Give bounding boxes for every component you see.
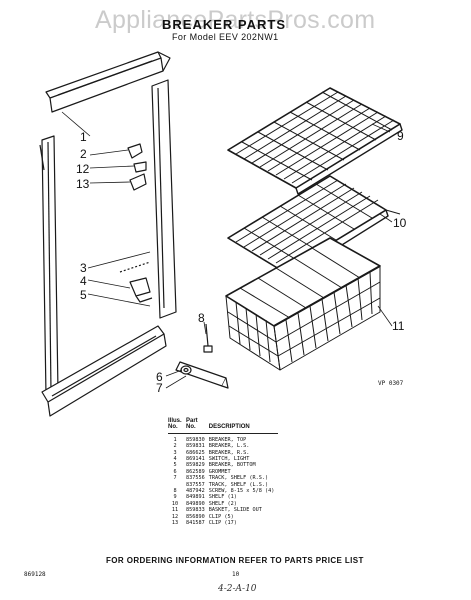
- callout-4: 4: [80, 274, 87, 288]
- page-number: 10: [232, 571, 240, 578]
- callout-7: 7: [156, 381, 163, 395]
- bottom-breaker-drawing: [41, 325, 167, 417]
- header-description: DESCRIPTION: [208, 424, 279, 434]
- lower-shelf-drawing: [227, 175, 401, 281]
- leader-lines: [61, 111, 393, 389]
- upper-shelf-drawing: [227, 87, 403, 195]
- document-code: 869128: [24, 571, 46, 578]
- handwritten-note: 4-2-A-10: [218, 584, 257, 594]
- header-illus: Illus.: [168, 418, 182, 424]
- header-no: No.: [168, 424, 186, 434]
- callout-3: 3: [80, 261, 87, 275]
- callout-10: 10: [393, 216, 407, 230]
- callout-2: 2: [80, 147, 87, 161]
- header-part: Part: [186, 418, 198, 424]
- callout-1: 1: [80, 130, 87, 144]
- watermark: AppliancePartsPros.com: [95, 6, 376, 34]
- page-title: BREAKER PARTS: [162, 17, 286, 32]
- light-switch-drawing: [119, 261, 153, 303]
- callout-11: 11: [392, 319, 405, 333]
- right-side-breaker-drawing: [151, 79, 177, 319]
- slide-out-basket-drawing: [225, 237, 381, 371]
- grommet-drawing: [180, 365, 192, 375]
- clips-drawing: [127, 143, 147, 191]
- header-part-no: No.: [186, 424, 209, 434]
- callout-13: 13: [76, 177, 90, 191]
- figure-reference: VP 0307: [378, 380, 404, 387]
- callout-8: 8: [198, 311, 205, 325]
- callout-9: 9: [397, 129, 404, 143]
- screw-drawing: [203, 323, 213, 353]
- ordering-info-footer: FOR ORDERING INFORMATION REFER TO PARTS …: [106, 556, 364, 565]
- top-breaker-drawing: [45, 51, 171, 113]
- callout-5: 5: [80, 288, 87, 302]
- model-subtitle: For Model EEV 202NW1: [172, 32, 279, 42]
- callout-12: 12: [76, 162, 90, 176]
- callout-6: 6: [156, 370, 163, 384]
- left-side-breaker-drawing: [39, 135, 59, 397]
